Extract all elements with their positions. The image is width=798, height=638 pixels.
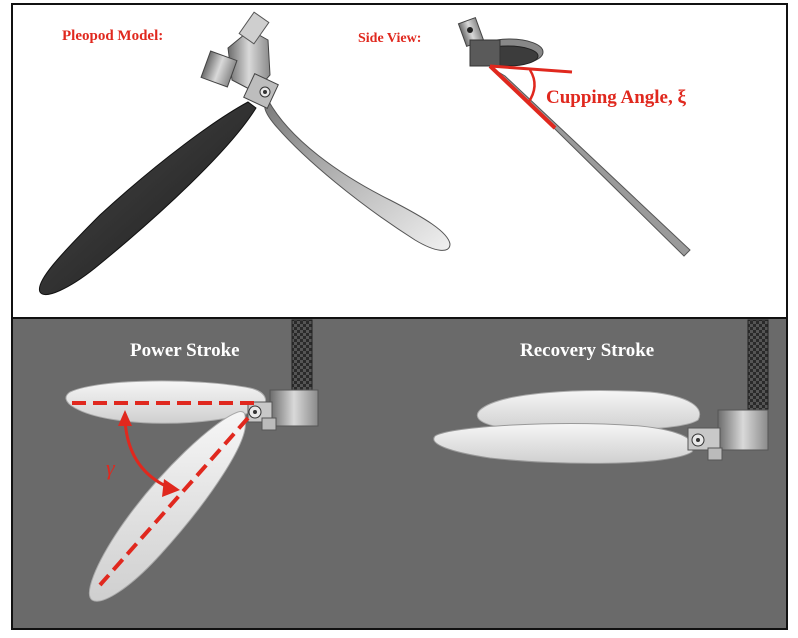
gamma-arc bbox=[123, 419, 171, 490]
cupping-angle-annotation bbox=[488, 64, 573, 130]
cupping-angle-label: Cupping Angle, ξ bbox=[546, 87, 686, 108]
gamma-arrowhead-down bbox=[162, 479, 180, 497]
power-hinge bbox=[247, 389, 319, 431]
blade-axis-line bbox=[98, 416, 250, 587]
gamma-label: γ bbox=[106, 455, 116, 480]
power-angled-blade bbox=[88, 411, 246, 602]
recovery-carbon-rod bbox=[747, 319, 769, 413]
recovery-hinge bbox=[687, 409, 769, 461]
recovery-stroke-label: Recovery Stroke bbox=[520, 340, 654, 361]
recovery-lower-blade bbox=[433, 423, 695, 464]
gamma-arrowhead-up bbox=[118, 410, 132, 426]
power-carbon-rod bbox=[291, 319, 313, 393]
top-panel bbox=[11, 3, 788, 319]
power-stroke-label: Power Stroke bbox=[130, 340, 240, 361]
bottom-panel bbox=[11, 317, 788, 630]
side-view-model bbox=[457, 17, 691, 257]
side-view-label: Side View: bbox=[358, 31, 421, 46]
pleopod-model-label: Pleopod Model: bbox=[62, 28, 163, 44]
light-blade bbox=[264, 99, 451, 251]
hinge-mount bbox=[200, 11, 279, 109]
dark-blade bbox=[38, 101, 257, 295]
